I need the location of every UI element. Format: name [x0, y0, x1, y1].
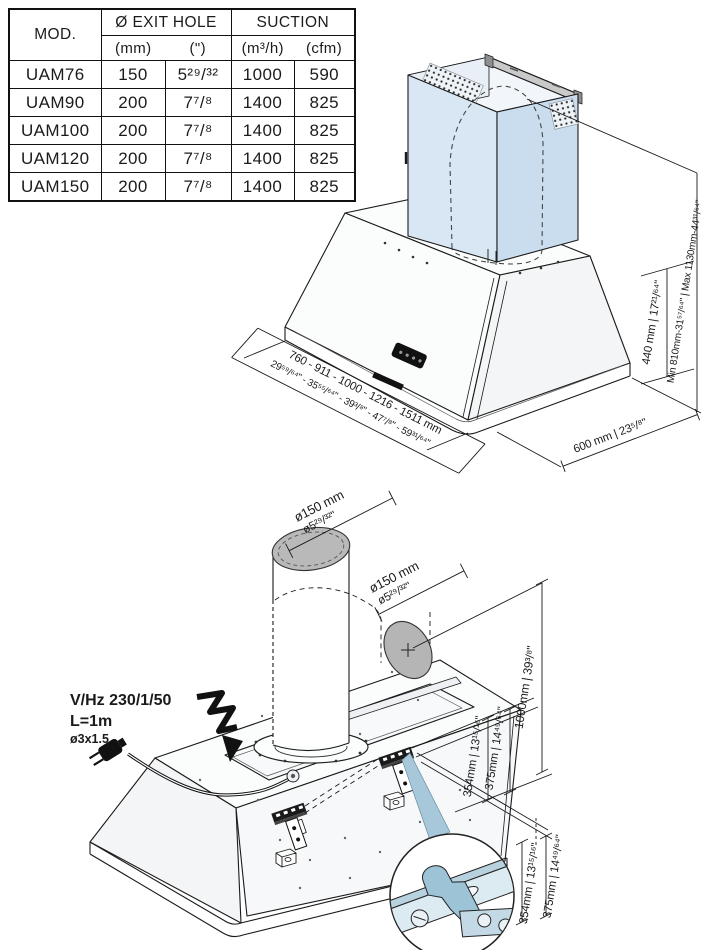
col-header-exit-hole: Ø EXIT HOLE — [100, 8, 232, 36]
col-header-mod: MOD. — [8, 8, 102, 61]
suction-m3h-cell: 1400 — [230, 172, 295, 202]
bracket-detail-circle — [389, 833, 515, 950]
exit-in-cell: 7⁷/⁸ — [164, 144, 232, 173]
dim-height-label: 440 mm | 17²¹/⁶⁴" — [640, 280, 665, 366]
table-row: UAM100 200 7⁷/⁸ 1400 825 — [8, 116, 356, 145]
dim-1000-label: 1000mm | 39³/⁸" — [512, 645, 539, 730]
suction-m3h-cell: 1400 — [230, 88, 295, 117]
table-row: UAM76 150 5²⁹/³² 1000 590 — [8, 60, 356, 89]
exit-in-cell: 7⁷/⁸ — [164, 116, 232, 145]
lightning-bolt-icon — [196, 690, 243, 762]
flange-screws — [254, 739, 368, 763]
base-rim-rear — [89, 841, 508, 938]
detail-dim-354-label: 354mm | 13¹⁵/¹⁶" — [518, 842, 543, 925]
exit-in-cell: 5²⁹/³² — [164, 60, 232, 89]
table-row: UAM90 200 7⁷/⁸ 1400 825 — [8, 88, 356, 117]
hood-front-isometric-drawing: 760 - 911 - 1000 - 1216 - 1511 mm 29⁵⁹/⁶… — [231, 53, 705, 474]
screw-dots — [383, 241, 560, 275]
power-plug-icon — [88, 737, 127, 767]
chimney-right-face — [496, 93, 579, 263]
exit-mm-cell: 200 — [100, 172, 166, 202]
model-cell: UAM150 — [8, 172, 102, 202]
magnifier-wedge — [401, 752, 451, 841]
detail-dim-375-label: 375mm | 14⁴⁹/⁶⁴" — [542, 834, 567, 919]
power-cord — [88, 737, 300, 797]
exit-in-cell: 7⁷/⁸ — [164, 88, 232, 117]
spec-table: MOD. Ø EXIT HOLE SUCTION (mm) (") (m³/h)… — [8, 8, 357, 202]
suction-cfm-cell: 825 — [293, 144, 356, 173]
unit-cfm: (cfm) — [294, 35, 356, 61]
duct-pipe — [253, 526, 433, 764]
handle-strip — [372, 371, 404, 391]
hood-rear-installation-drawing: V/Hz 230/1/50 L=1m ø3x1.5 ø150 mm ø5²⁹/³… — [70, 487, 567, 950]
dim-depth-label: 600 mm | 23⁵/⁸" — [572, 417, 649, 456]
unit-mm: (mm) — [100, 35, 165, 61]
col-header-suction: SUCTION — [230, 8, 356, 36]
pipe-top-opening — [271, 526, 351, 572]
chimney — [404, 53, 583, 265]
suction-m3h-cell: 1400 — [230, 144, 295, 173]
rear-clip-left — [275, 848, 297, 868]
suction-m3h-cell: 1000 — [230, 60, 295, 89]
bracket-alignment-dashed — [304, 756, 382, 814]
model-cell: UAM90 — [8, 88, 102, 117]
inner-duct-dashed — [449, 85, 544, 265]
table-row: UAM150 200 7⁷/⁸ 1400 825 — [8, 172, 356, 202]
suction-cfm-cell: 825 — [293, 172, 356, 202]
exit-mm-cell: 150 — [100, 60, 166, 89]
wall-bracket-left — [271, 802, 308, 851]
suction-m3h-cell: 1400 — [230, 116, 295, 145]
model-cell: UAM76 — [8, 60, 102, 89]
electrical-spec: V/Hz 230/1/50 L=1m ø3x1.5 — [70, 690, 243, 762]
voltage-label: V/Hz 230/1/50 — [70, 692, 172, 709]
rear-route-dashed — [274, 587, 382, 663]
exit-in-cell: 7⁷/⁸ — [164, 172, 232, 202]
rear-clip-right — [383, 791, 405, 811]
cable-spec-label: ø3x1.5 — [70, 732, 109, 746]
dim-min-max-label: Min 810mm-31⁵⁷/⁶⁴" | Max 1130mm-44³¹/⁶⁴" — [666, 199, 705, 384]
suction-cfm-cell: 825 — [293, 88, 356, 117]
suction-cfm-cell: 590 — [293, 60, 356, 89]
vent-grille-right — [548, 98, 579, 130]
unit-inch: (") — [165, 35, 232, 61]
detail-dimensions: 354mm | 13¹⁵/¹⁶" 375mm | 14⁴⁹/⁶⁴" — [515, 818, 567, 926]
duct-rear-label: ø150 mm ø5²⁹/³²" — [367, 558, 468, 622]
cable-length-label: L=1m — [70, 713, 112, 730]
table-row: UAM120 200 7⁷/⁸ 1400 825 — [8, 144, 356, 173]
exit-mm-cell: 200 — [100, 88, 166, 117]
unit-m3h: (m³/h) — [230, 35, 295, 61]
control-panel — [391, 342, 427, 369]
